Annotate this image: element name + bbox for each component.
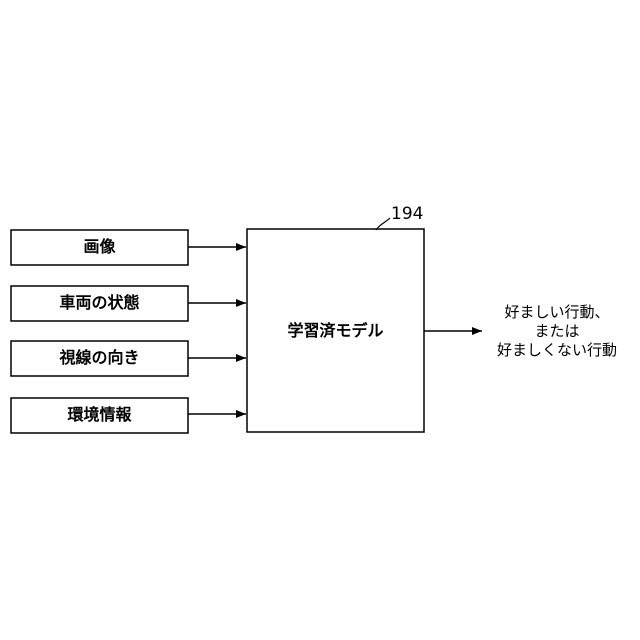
output-text: 好ましい行動、 または 好ましくない行動 (482, 303, 632, 360)
model-ref-number: 194 (391, 204, 423, 224)
input-label-gaze: 視線の向き (11, 348, 188, 368)
input-label-vehicle: 車両の状態 (11, 293, 188, 313)
output-line-1: 好ましい行動、 (482, 303, 632, 322)
input-label-image: 画像 (11, 237, 188, 257)
output-line-2: または (482, 322, 632, 341)
model-label: 学習済モデル (247, 321, 424, 341)
input-label-env: 環境情報 (11, 405, 188, 425)
output-line-3: 好ましくない行動 (482, 341, 632, 360)
ref-leader-line (376, 218, 390, 230)
